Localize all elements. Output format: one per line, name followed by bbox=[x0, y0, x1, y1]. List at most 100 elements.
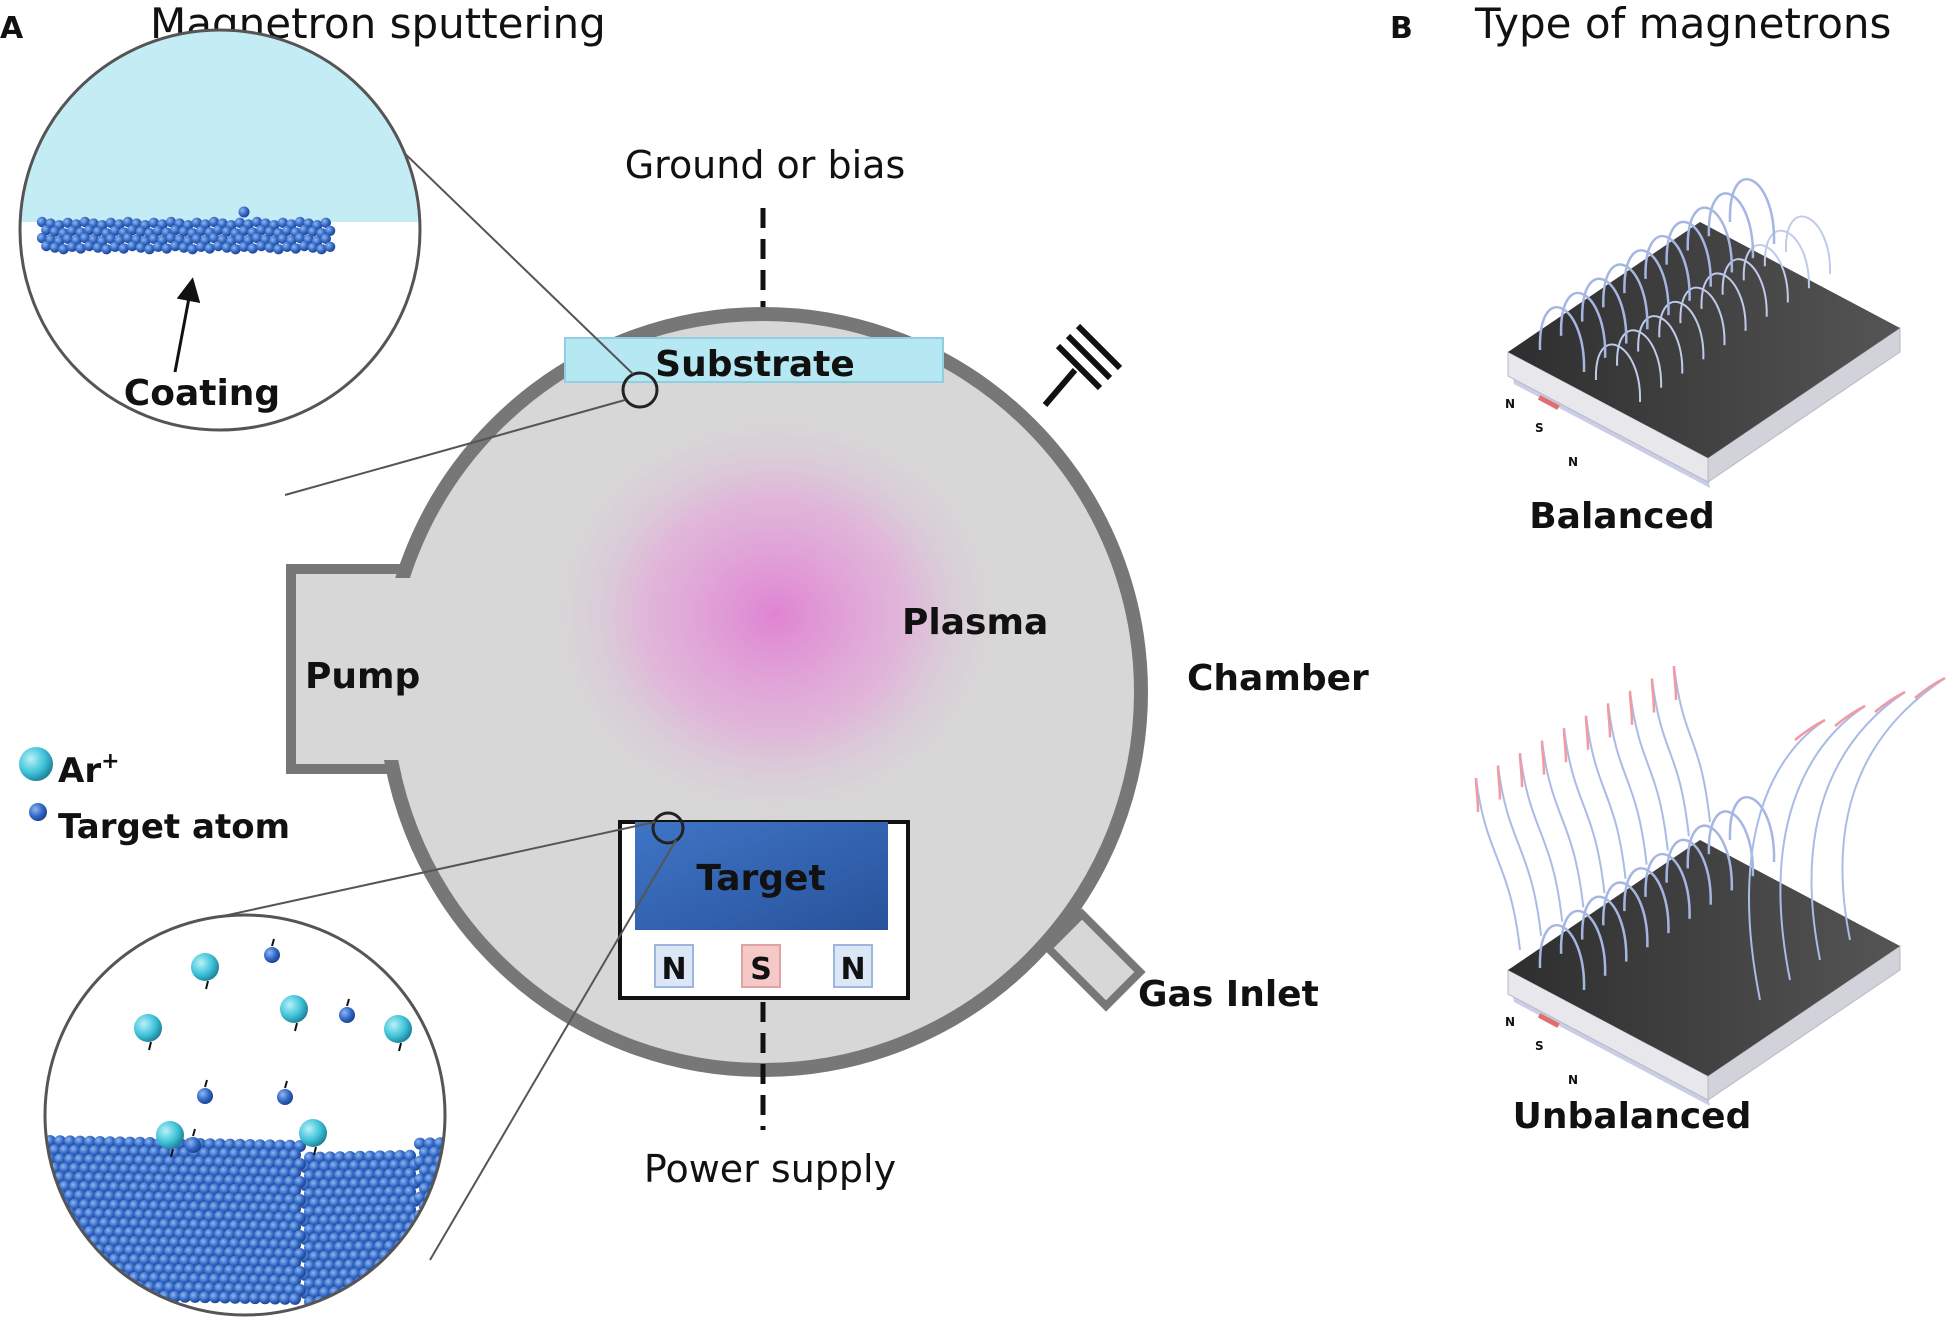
coating-atom bbox=[75, 243, 86, 254]
surface-atom bbox=[84, 1189, 96, 1202]
surface-atom bbox=[274, 1247, 286, 1260]
surface-atom bbox=[469, 1290, 481, 1302]
surface-atom bbox=[219, 1273, 231, 1286]
surface-atom bbox=[419, 1254, 431, 1267]
surface-atom bbox=[324, 1187, 336, 1200]
surface-atom bbox=[239, 1291, 251, 1304]
surface-atom bbox=[114, 1172, 126, 1185]
surface-atom bbox=[349, 1285, 361, 1298]
surface-atom bbox=[209, 1291, 221, 1304]
surface-atom bbox=[249, 1184, 261, 1197]
surface-atom bbox=[289, 1202, 301, 1215]
surface-atom bbox=[354, 1240, 366, 1253]
surface-atom bbox=[289, 1274, 301, 1287]
coating-atom bbox=[66, 241, 78, 252]
surface-atom bbox=[284, 1229, 296, 1242]
surface-atom bbox=[414, 1137, 426, 1150]
surface-atom bbox=[414, 1281, 426, 1294]
surface-atom bbox=[334, 1259, 346, 1272]
coating-atom bbox=[118, 243, 129, 254]
surface-atom bbox=[414, 1191, 426, 1204]
panel-b-title: Type of magnetrons bbox=[1474, 0, 1891, 48]
surface-atom bbox=[359, 1285, 371, 1298]
surface-atom bbox=[464, 1227, 476, 1239]
surface-atom bbox=[149, 1236, 161, 1249]
surface-atom bbox=[219, 1165, 231, 1178]
surface-atom bbox=[464, 1263, 476, 1275]
surface-atom bbox=[94, 1172, 106, 1184]
surface-atom bbox=[384, 1150, 396, 1163]
surface-atom bbox=[344, 1295, 356, 1307]
surface-atom bbox=[354, 1258, 366, 1271]
surface-atom bbox=[194, 1282, 206, 1294]
surface-atom bbox=[294, 1194, 306, 1206]
surface-atom bbox=[274, 1157, 286, 1170]
surface-atom bbox=[114, 1136, 126, 1149]
surface-atom bbox=[184, 1155, 196, 1168]
surface-atom bbox=[454, 1245, 466, 1257]
surface-atom bbox=[94, 1262, 106, 1274]
surface-atom bbox=[334, 1241, 346, 1254]
surface-atom bbox=[214, 1138, 226, 1151]
zoom-line-top-2 bbox=[284, 399, 626, 496]
ion-trail bbox=[148, 1041, 152, 1051]
coating-atom bbox=[144, 244, 155, 255]
coating-atom bbox=[273, 244, 284, 255]
surface-atom bbox=[424, 1281, 436, 1294]
unbalanced-field-lines bbox=[1474, 665, 1946, 1001]
surface-atom bbox=[79, 1252, 91, 1265]
target-label: Target bbox=[696, 858, 825, 899]
surface-atom bbox=[279, 1202, 291, 1215]
surface-atom bbox=[329, 1214, 341, 1227]
surface-atom bbox=[249, 1148, 261, 1161]
surface-atom bbox=[314, 1277, 326, 1290]
surface-atom bbox=[429, 1218, 441, 1231]
balanced-field-line bbox=[1707, 192, 1755, 259]
surface-atom bbox=[259, 1202, 271, 1215]
surface-atom bbox=[224, 1246, 236, 1259]
surface-atom bbox=[344, 1205, 356, 1217]
coating-atom bbox=[307, 226, 319, 237]
surface-atom bbox=[429, 1200, 441, 1213]
coating-atom bbox=[178, 226, 190, 237]
surface-atom bbox=[89, 1180, 101, 1193]
surface-atom bbox=[89, 1216, 101, 1229]
surface-atom bbox=[254, 1265, 266, 1278]
surface-atom bbox=[124, 1226, 136, 1239]
surface-atom bbox=[394, 1186, 406, 1198]
surface-atom bbox=[224, 1174, 236, 1187]
coating-arrow bbox=[173, 277, 201, 373]
surface-atom bbox=[249, 1256, 261, 1269]
surface-atom bbox=[379, 1303, 391, 1315]
surface-atom bbox=[419, 1236, 431, 1249]
surface-atom bbox=[64, 1135, 76, 1148]
surface-atom bbox=[319, 1250, 331, 1263]
surface-atom bbox=[79, 1144, 91, 1157]
surface-atom bbox=[309, 1250, 321, 1263]
surface-atom bbox=[204, 1156, 216, 1169]
surface-atom bbox=[219, 1255, 231, 1268]
surface-atom bbox=[294, 1266, 306, 1278]
surface-atom bbox=[199, 1183, 211, 1196]
surface-atom bbox=[45, 1161, 51, 1174]
surface-atom bbox=[239, 1165, 251, 1178]
surface-atom bbox=[274, 1265, 286, 1278]
surface-atom bbox=[454, 1281, 466, 1293]
surface-atom bbox=[134, 1262, 146, 1275]
surface-atom bbox=[444, 1155, 445, 1167]
surface-atom bbox=[459, 1236, 471, 1248]
surface-atom bbox=[69, 1198, 81, 1211]
surface-atom bbox=[414, 1245, 426, 1258]
ion-trail bbox=[398, 1042, 402, 1052]
open-field-line bbox=[1629, 690, 1669, 851]
surface-atom bbox=[74, 1135, 86, 1148]
surface-atom bbox=[254, 1175, 266, 1188]
surface-atom bbox=[214, 1210, 226, 1223]
surface-atom bbox=[394, 1204, 406, 1216]
coating-atom bbox=[316, 244, 327, 255]
open-field-line-tip bbox=[1540, 740, 1546, 775]
surface-atom bbox=[304, 1241, 316, 1254]
surface-atom bbox=[109, 1145, 121, 1158]
surface-atom bbox=[164, 1227, 176, 1240]
